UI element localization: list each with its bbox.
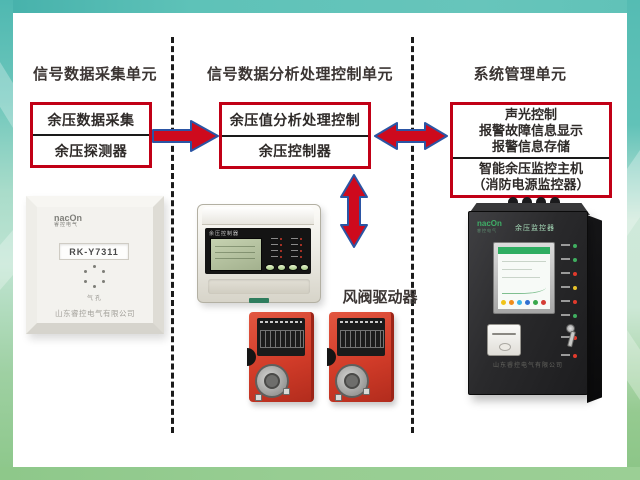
frame-left <box>0 0 13 480</box>
controller-buttons <box>265 264 309 271</box>
column-header-acquisition: 信号数据采集单元 <box>32 67 157 83</box>
frame-facet <box>0 230 13 290</box>
column-header-management: 系统管理单元 <box>473 67 567 83</box>
status-led <box>573 300 577 304</box>
built-in-printer <box>487 324 521 356</box>
box-acquisition-row1: 余压数据采集 <box>47 113 135 129</box>
actuator-bolt <box>335 394 342 401</box>
box-management: 声光控制 报警故障信息显示 报警信息存储 智能余压监控主机 （消防电源监控器） <box>450 102 612 198</box>
pressure-detector-photo: nacOn 睿控电气 RK-Y7311 气孔 山东睿控电气有限公司 <box>26 196 164 334</box>
actuator-shaft-icon <box>344 373 360 389</box>
cabinet-front-panel: nacOn 睿控电气 余压监控器 <box>468 211 588 395</box>
controller-button <box>265 264 275 271</box>
controller-panel-title: 余压控制器 <box>209 232 240 237</box>
actuator-bolt <box>363 388 370 395</box>
box-acquisition: 余压数据采集 余压探测器 <box>30 102 152 168</box>
printer-button <box>499 343 511 351</box>
brand-subtext: 睿控电气 <box>477 228 497 233</box>
status-led <box>573 314 577 318</box>
printer-slot <box>492 333 516 335</box>
detector-brand-logo: nacOn 睿控电气 <box>54 214 82 229</box>
screen-trend-curve <box>502 283 546 294</box>
column-separator-right <box>411 37 414 433</box>
box-divider <box>222 134 368 137</box>
status-led <box>573 336 577 340</box>
status-led <box>573 354 577 358</box>
status-led <box>573 244 577 248</box>
brand-subtext: 睿控电气 <box>54 223 79 228</box>
damper-actuator-photo <box>247 312 315 408</box>
controller-lower-cover <box>208 279 310 294</box>
box-management-line3: 报警信息存储 <box>491 139 570 154</box>
cabinet-side-panel <box>587 215 602 403</box>
detector-company-text: 山东睿控电气有限公司 <box>55 309 135 318</box>
vent-holes-icon <box>82 265 108 291</box>
cable-gland <box>550 197 560 207</box>
arrow-processing-management-bidirectional-icon <box>374 122 448 150</box>
controller-terminal-block <box>249 298 269 303</box>
damper-actuator-label: 风阀驱动器 <box>342 290 418 306</box>
actuator-wiring-label <box>257 318 305 356</box>
vent-label: 气孔 <box>86 296 103 302</box>
status-led <box>573 258 577 262</box>
box-divider <box>453 157 609 159</box>
actuator-shaft-icon <box>264 373 280 389</box>
box-processing-row1: 余压值分析处理控制 <box>229 113 361 129</box>
column-header-processing: 信号数据分析处理控制单元 <box>206 67 393 83</box>
monitor-title-text: 余压监控器 <box>515 224 555 232</box>
detector-model-label: RK-Y7311 <box>59 243 129 260</box>
frame-bottom <box>0 467 640 480</box>
monitor-company-text: 山东睿控电气有限公司 <box>492 363 563 369</box>
cable-gland <box>522 197 532 207</box>
cable-gland <box>536 197 546 207</box>
frame-top <box>0 0 640 13</box>
brand-text: nacOn <box>54 213 83 223</box>
controller-lid <box>202 207 314 225</box>
box-divider <box>33 134 149 136</box>
status-led <box>573 272 577 276</box>
actuator-notch <box>247 348 256 366</box>
frame-facet <box>627 330 640 400</box>
box-management-line4: 智能余压监控主机 <box>478 161 583 176</box>
controller-led-indicators <box>271 236 307 258</box>
arrow-processing-damper-bidirectional-icon <box>340 174 368 248</box>
box-management-line1: 声光控制 <box>504 107 557 122</box>
column-separator-left <box>171 37 174 433</box>
box-processing-row2: 余压控制器 <box>258 145 332 161</box>
box-management-bottom: 智能余压监控主机 （消防电源监控器） <box>453 159 609 195</box>
actuator-wiring-label <box>337 318 385 356</box>
box-management-line5: （消防电源监控器） <box>472 177 590 192</box>
controller-button <box>299 264 309 271</box>
monitor-brand-logo: nacOn 睿控电气 <box>477 219 502 234</box>
screen-function-keys <box>501 300 550 305</box>
frame-right <box>627 0 640 480</box>
actuator-clamp-icon <box>335 364 369 398</box>
controller-lcd-screen <box>210 238 262 271</box>
pressure-controller-photo: 余压控制器 <box>197 204 321 303</box>
damper-actuator-photo <box>327 312 395 408</box>
controller-button <box>288 264 298 271</box>
monitor-screen-bezel <box>493 242 555 314</box>
actuator-bolt <box>283 388 290 395</box>
box-processing: 余压值分析处理控制 余压控制器 <box>219 102 371 169</box>
arrow-acquisition-to-processing-icon <box>152 120 219 152</box>
status-led <box>573 286 577 290</box>
monitor-screen <box>498 247 550 309</box>
box-management-top: 声光控制 报警故障信息显示 报警信息存储 <box>453 105 609 157</box>
screen-header-bar <box>498 247 550 254</box>
controller-button <box>276 264 286 271</box>
monitoring-host-photo: nacOn 睿控电气 余压监控器 <box>462 197 604 407</box>
brand-text: nacOn <box>477 219 502 228</box>
actuator-bolt <box>255 394 262 401</box>
box-management-line2: 报警故障信息显示 <box>478 123 583 138</box>
actuator-notch <box>327 348 336 366</box>
frame-facet <box>0 62 13 128</box>
box-acquisition-row2: 余压探测器 <box>54 144 128 160</box>
controller-front-panel: 余压控制器 <box>205 228 311 274</box>
cable-gland <box>508 197 518 207</box>
frame-facet <box>627 150 640 236</box>
